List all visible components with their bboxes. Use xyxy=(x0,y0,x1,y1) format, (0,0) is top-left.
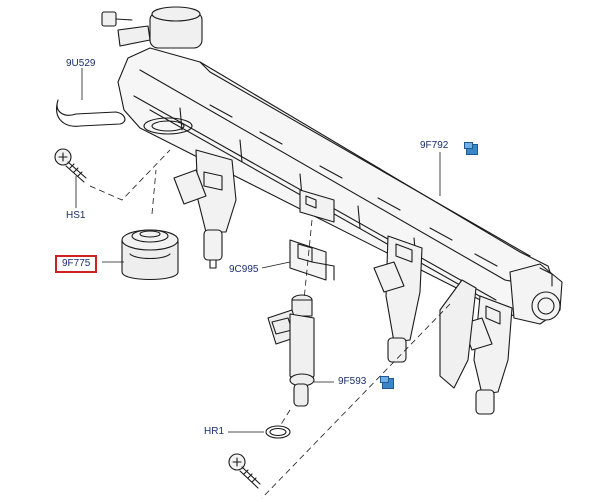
dash-line-oring xyxy=(279,409,291,427)
leader-9c995 xyxy=(261,261,291,269)
label-hs1: HS1 xyxy=(66,210,86,221)
reference-icon-9f792[interactable] xyxy=(464,142,478,155)
dash-line-injector xyxy=(303,219,313,301)
reference-icon-tab xyxy=(464,142,473,149)
reference-icon-9f593[interactable] xyxy=(380,376,394,389)
pressure-damper-cap xyxy=(121,229,179,280)
label-9f593: 9F593 xyxy=(338,376,367,387)
fuel-injector-exploded xyxy=(267,294,315,407)
damper-seal xyxy=(143,117,193,135)
fuel-injector-installed-2 xyxy=(299,189,335,223)
bolt-top xyxy=(54,148,87,183)
fuel-injector-installed-1 xyxy=(173,149,237,269)
pressure-damper xyxy=(101,6,203,49)
retaining-clip xyxy=(56,99,126,127)
dash-line-bracket xyxy=(261,303,451,499)
label-9u529: 9U529 xyxy=(66,58,96,69)
o-ring xyxy=(265,425,291,439)
dash-line-bolt xyxy=(89,149,171,201)
injector-clip xyxy=(289,239,335,281)
label-hr1: HR1 xyxy=(204,426,225,437)
fuel-injector-installed-4 xyxy=(439,279,513,415)
label-9c995: 9C995 xyxy=(229,264,259,275)
fuel-injector-installed-3 xyxy=(373,235,423,363)
rail-end-fitting xyxy=(509,263,563,325)
reference-icon-tab xyxy=(380,376,389,383)
label-9f792: 9F792 xyxy=(420,140,449,151)
dash-line-damper xyxy=(151,169,157,215)
label-9f775-highlighted[interactable]: 9F775 xyxy=(55,255,98,273)
bolt-bottom xyxy=(228,453,261,489)
